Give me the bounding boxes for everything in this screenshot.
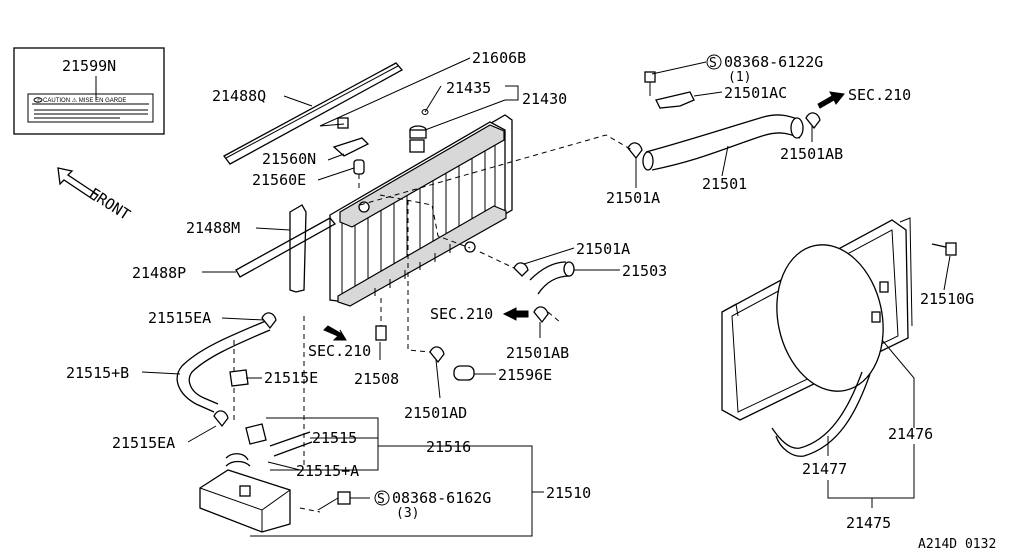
label-21515B: 21515+B [66, 364, 129, 382]
sec210-arrow-icon [323, 91, 845, 341]
hose-21596E [429, 346, 475, 381]
label-bolt-bottom-number: 08368-6162G [392, 489, 491, 507]
part-labels: 21606B 21488Q 21435 21430 21560N 21560E … [66, 49, 996, 552]
label-21501A-top: 21501A [606, 189, 660, 207]
lower-hose-21503 [513, 261, 575, 324]
label-21510G: 21510G [920, 290, 974, 308]
label-21599N: 21599N [62, 57, 116, 75]
label-bolt-top-number: 08368-6122G [724, 53, 823, 71]
bolt-21510 [317, 491, 351, 511]
label-21515EA-bottom: 21515EA [112, 434, 175, 452]
overflow-hose-21515B [176, 312, 277, 428]
bracket-21560N [332, 117, 370, 157]
assembly-dashed-lines [233, 134, 633, 513]
screw-symbol-top: S [706, 54, 722, 71]
diagram-code: A214D 0132 [918, 537, 996, 552]
leader-lines [141, 57, 951, 537]
label-21488P: 21488P [132, 264, 186, 282]
bolt-21510G [931, 242, 957, 256]
label-21501AD: 21501AD [404, 404, 467, 422]
radiator-21430 [329, 114, 513, 307]
grommet-21560E [353, 159, 365, 188]
label-21501AB-top: 21501AB [780, 145, 843, 163]
svg-text:S: S [377, 492, 385, 507]
label-bolt-top-qty: (1) [728, 70, 751, 85]
label-21515: 21515 [312, 429, 357, 447]
label-21475: 21475 [846, 514, 891, 532]
fan-shroud-21476 [721, 217, 913, 421]
label-21560N: 21560N [262, 150, 316, 168]
label-21476: 21476 [888, 425, 933, 443]
label-21477: 21477 [802, 460, 847, 478]
label-21508: 21508 [354, 370, 399, 388]
label-21488Q: 21488Q [212, 87, 266, 105]
seal-21488P [235, 217, 337, 278]
hose-21515 [245, 423, 313, 457]
upper-hose-21501 [642, 114, 804, 171]
label-21515E: 21515E [264, 369, 318, 387]
clip-21501AC [644, 71, 695, 109]
label-21560E: 21560E [252, 171, 306, 189]
label-21516: 21516 [426, 438, 471, 456]
label-21501AB-mid: 21501AB [506, 344, 569, 362]
label-21435: 21435 [446, 79, 491, 97]
label-bolt-bottom-qty: (3) [396, 506, 419, 521]
drain-plug-21508 [375, 298, 387, 341]
caution-text: ⚠ CAUTION ⚠ MISE EN GARDE [36, 97, 126, 104]
strap-21477 [771, 371, 871, 457]
label-21515A: 21515+A [296, 462, 359, 480]
label-21515EA-top: 21515EA [148, 309, 211, 327]
label-21501AC: 21501AC [724, 84, 787, 102]
front-arrow-icon: FRONT [57, 167, 134, 224]
label-21596E: 21596E [498, 366, 552, 384]
seal-21488Q [223, 62, 404, 165]
label-21503: 21503 [622, 262, 667, 280]
reservoir-tank-21510 [199, 453, 291, 533]
caution-label-box: ⚠ CAUTION ⚠ MISE EN GARDE 21599N [13, 47, 165, 135]
label-21488M: 21488M [186, 219, 240, 237]
label-21510: 21510 [546, 484, 591, 502]
label-21501: 21501 [702, 175, 747, 193]
label-21606B: 21606B [472, 49, 526, 67]
label-21501A-mid: 21501A [576, 240, 630, 258]
radiator-cap-21435 [409, 109, 429, 139]
label-sec210-mid: SEC.210 [430, 305, 493, 323]
clamp-21501A-top [627, 142, 643, 160]
svg-text:S: S [709, 56, 717, 71]
clamp-21501AB-top [805, 112, 821, 130]
label-sec210-right: SEC.210 [848, 86, 911, 104]
label-21430: 21430 [522, 90, 567, 108]
screw-symbol-bottom: S [374, 490, 390, 507]
front-label: FRONT [86, 184, 134, 224]
label-sec210-left: SEC.210 [308, 342, 371, 360]
seal-21488M [289, 204, 307, 293]
